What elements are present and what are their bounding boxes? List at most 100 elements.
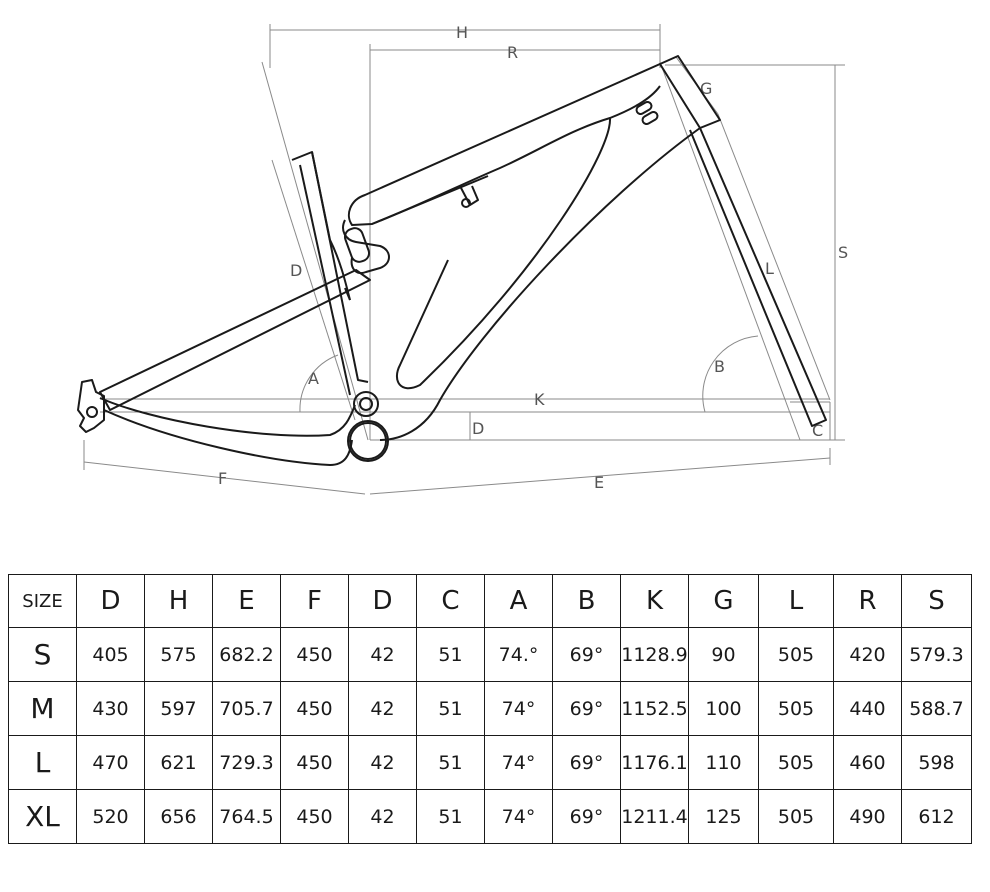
table-cell: 450 <box>280 735 349 790</box>
table-cell: 42 <box>348 681 417 736</box>
table-cell: 110 <box>688 735 759 790</box>
table-cell: 69° <box>552 681 621 736</box>
seat-stay <box>99 269 371 411</box>
label-k: K <box>534 390 545 409</box>
size-header: SIZE <box>8 574 77 628</box>
table-cell: 520 <box>76 789 145 844</box>
table-cell: 69° <box>552 735 621 790</box>
table-cell: 420 <box>833 627 902 682</box>
table-cell: 450 <box>280 681 349 736</box>
column-header: F <box>280 574 349 628</box>
table-cell: 51 <box>416 681 485 736</box>
table-cell: 505 <box>758 735 834 790</box>
table-cell: 42 <box>348 627 417 682</box>
dimension-labels: H R G S L D B A K D C F E <box>218 23 848 492</box>
size-cell: L <box>8 735 77 790</box>
column-header: D <box>76 574 145 628</box>
head-tube <box>659 55 721 129</box>
table-cell: 51 <box>416 789 485 844</box>
table-cell: 597 <box>144 681 213 736</box>
column-header: A <box>484 574 553 628</box>
table-cell: 430 <box>76 681 145 736</box>
table-cell: 69° <box>552 627 621 682</box>
label-s: S <box>838 243 848 262</box>
table-cell: 656 <box>144 789 213 844</box>
table-cell: 682.2 <box>212 627 281 682</box>
column-header: S <box>901 574 972 628</box>
column-header: B <box>552 574 621 628</box>
table-cell: 51 <box>416 735 485 790</box>
size-cell: XL <box>8 789 77 844</box>
label-r: R <box>507 43 518 62</box>
label-l: L <box>765 259 774 278</box>
table-cell: 74.° <box>484 627 553 682</box>
column-header: H <box>144 574 213 628</box>
dimension-lines <box>83 24 845 495</box>
column-header: E <box>212 574 281 628</box>
size-cell: S <box>8 627 77 682</box>
label-e: E <box>594 473 604 492</box>
table-cell: 460 <box>833 735 902 790</box>
table-cell: 100 <box>688 681 759 736</box>
chain-stay <box>99 397 356 437</box>
table-cell: 729.3 <box>212 735 281 790</box>
table-cell: 705.7 <box>212 681 281 736</box>
label-h: H <box>456 23 468 42</box>
column-header: G <box>688 574 759 628</box>
table-cell: 579.3 <box>901 627 972 682</box>
table-cell: 621 <box>144 735 213 790</box>
table-cell: 470 <box>76 735 145 790</box>
table-cell: 505 <box>758 627 834 682</box>
label-g: G <box>700 79 712 98</box>
label-b: B <box>714 357 725 376</box>
table-cell: 74° <box>484 735 553 790</box>
label-d-small: D <box>472 419 484 438</box>
table-cell: 69° <box>552 789 621 844</box>
table-cell: 598 <box>901 735 972 790</box>
bottom-bracket <box>349 422 387 460</box>
table-cell: 1211.4 <box>620 789 689 844</box>
column-header: C <box>416 574 485 628</box>
table-cell: 505 <box>758 681 834 736</box>
column-header: R <box>833 574 902 628</box>
label-f: F <box>218 469 227 488</box>
table-cell: 588.7 <box>901 681 972 736</box>
size-cell: M <box>8 681 77 736</box>
rear-dropout <box>77 379 105 433</box>
table-cell: 450 <box>280 789 349 844</box>
table-cell: 505 <box>758 789 834 844</box>
top-tube <box>347 63 661 390</box>
table-cell: 612 <box>901 789 972 844</box>
frame-geometry-diagram: H R G S L D B A K D C F E <box>77 23 848 495</box>
label-a: A <box>308 369 319 388</box>
table-cell: 74° <box>484 681 553 736</box>
table-cell: 90 <box>688 627 759 682</box>
bike-frame <box>77 55 827 466</box>
rocker-link <box>342 219 390 274</box>
table-cell: 575 <box>144 627 213 682</box>
table-cell: 450 <box>280 627 349 682</box>
table-cell: 1176.1 <box>620 735 689 790</box>
label-d: D <box>290 261 302 280</box>
table-cell: 74° <box>484 789 553 844</box>
table-cell: 1152.5 <box>620 681 689 736</box>
table-cell: 51 <box>416 627 485 682</box>
column-header: K <box>620 574 689 628</box>
table-cell: 490 <box>833 789 902 844</box>
down-tube <box>379 127 701 441</box>
seat-tube <box>291 151 369 383</box>
table-cell: 1128.9 <box>620 627 689 682</box>
label-c: C <box>812 421 823 440</box>
table-cell: 764.5 <box>212 789 281 844</box>
column-header: L <box>758 574 834 628</box>
main-pivot <box>353 391 379 417</box>
table-cell: 405 <box>76 627 145 682</box>
table-cell: 440 <box>833 681 902 736</box>
table-cell: 42 <box>348 789 417 844</box>
